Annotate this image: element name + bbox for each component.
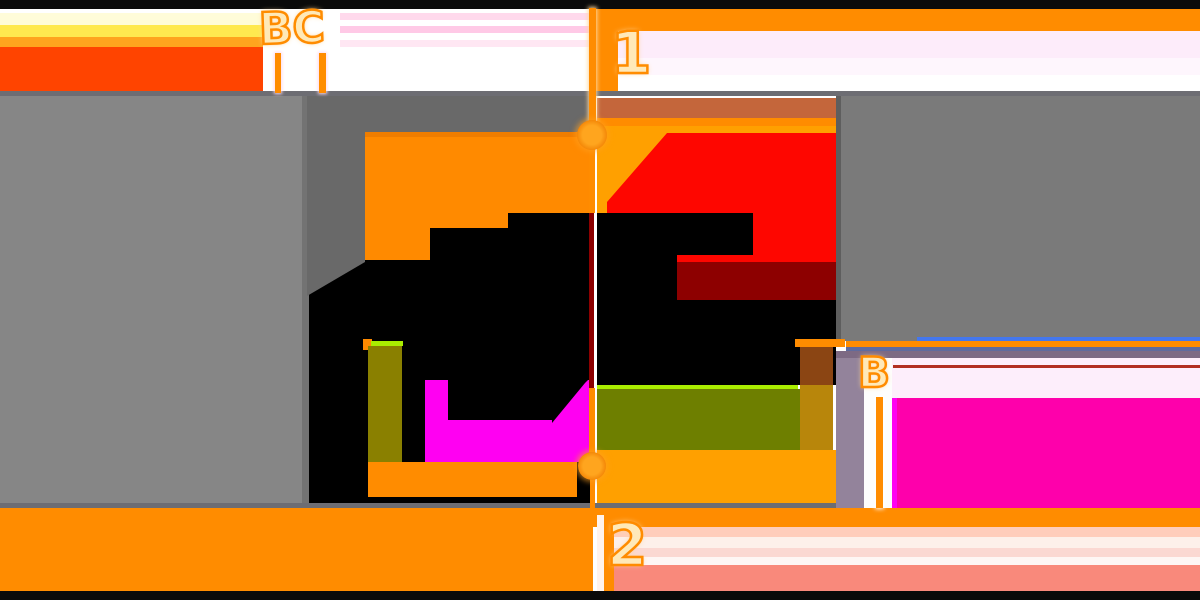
bottom-left-orange-block [0,508,593,591]
axis-line-maroon [589,213,594,388]
b-marker-line [876,397,883,508]
bottom-stripe-1 [614,527,1200,537]
label-point-1: 1 [610,19,653,87]
left-box-bevel [302,96,309,503]
label-bc: BC [257,1,327,57]
right-purple-band [836,351,1200,358]
center-orange-bar [368,462,577,497]
bc-tick-c [319,53,326,93]
right-amber-bottom [597,450,836,503]
gradient-strip-red [0,47,263,92]
top-gray-line [0,91,1200,96]
topright-orange-band [592,9,1200,31]
bottom-stripe-2 [614,537,1200,548]
bc-tick-b [275,53,281,93]
bottom-stripe-4 [614,557,1200,565]
right-magenta-strip [892,398,897,508]
right-orange-line [846,341,1200,347]
orange-bar-small [795,339,845,347]
right-pink-zone [892,358,1200,398]
right-green-line [597,385,798,389]
bottom-orange-column [604,508,614,591]
axis-line-upper [589,148,595,213]
left-olive-rect [368,346,402,462]
brown-rect-bottom [800,385,833,450]
top-pink-stripe-2 [340,26,590,33]
label-b-marker: B [857,348,892,397]
right-olive-region [597,389,800,450]
topright-pink-band-2 [618,58,1200,75]
topright-orange-block [592,9,618,92]
axis-dot-top [577,120,607,150]
top-black-band [0,0,1200,9]
gradient-strip-cream [0,13,263,25]
gradient-strip-yellow [0,25,263,37]
label-point-2: 2 [606,511,649,579]
axis-line-below-dot2 [590,478,595,510]
axis-dot-bottom [578,452,606,480]
right-box-bevel [836,96,841,341]
left-green-line [371,341,403,346]
bottom-black-band [0,591,1200,600]
sienna-band [597,98,836,118]
left-gray-box [0,96,302,503]
top-pink-stripe-3 [340,40,590,47]
maroon-rect [677,262,836,300]
magenta-column [425,380,448,462]
right-slate-line [846,347,1200,351]
left-orange-blip [363,339,372,350]
center-darkgray-band [307,96,590,132]
bottom-white-column [597,515,604,591]
right-purple-column [836,358,864,508]
gradient-strip-orange [0,37,263,47]
right-gray-box [841,96,1200,341]
axis-line-lower [589,388,595,454]
axis-line-top [589,8,596,126]
center-orange-topline [365,132,590,137]
gradient-strip-white [0,9,263,13]
bottom-gray-line [0,503,1200,508]
right-brownred-line [893,365,1200,368]
top-pink-stripe-1 [340,13,590,20]
magenta-bottom-strip [448,420,552,462]
bottom-stripe-3 [614,548,1200,557]
sienna-underline-orange [597,118,836,126]
topright-pink-band [618,31,1200,58]
right-blue-line [917,337,1200,341]
salmon-band [614,565,1200,591]
right-magenta-rect [897,398,1200,508]
brown-rect-top [800,347,833,385]
